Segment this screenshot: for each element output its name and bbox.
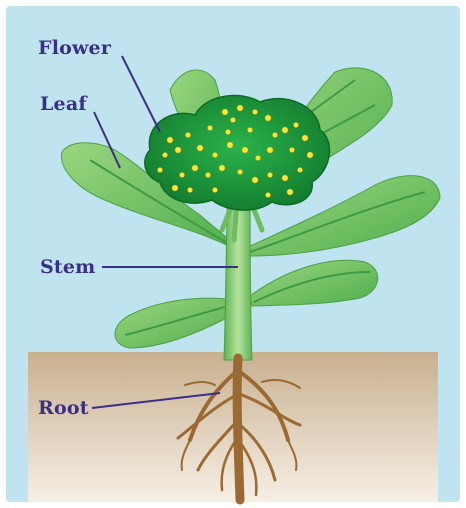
stem-label: Stem xyxy=(40,256,96,278)
leaf-label: Leaf xyxy=(40,93,88,115)
root-label: Root xyxy=(38,397,89,419)
flower-label: Flower xyxy=(38,37,112,59)
